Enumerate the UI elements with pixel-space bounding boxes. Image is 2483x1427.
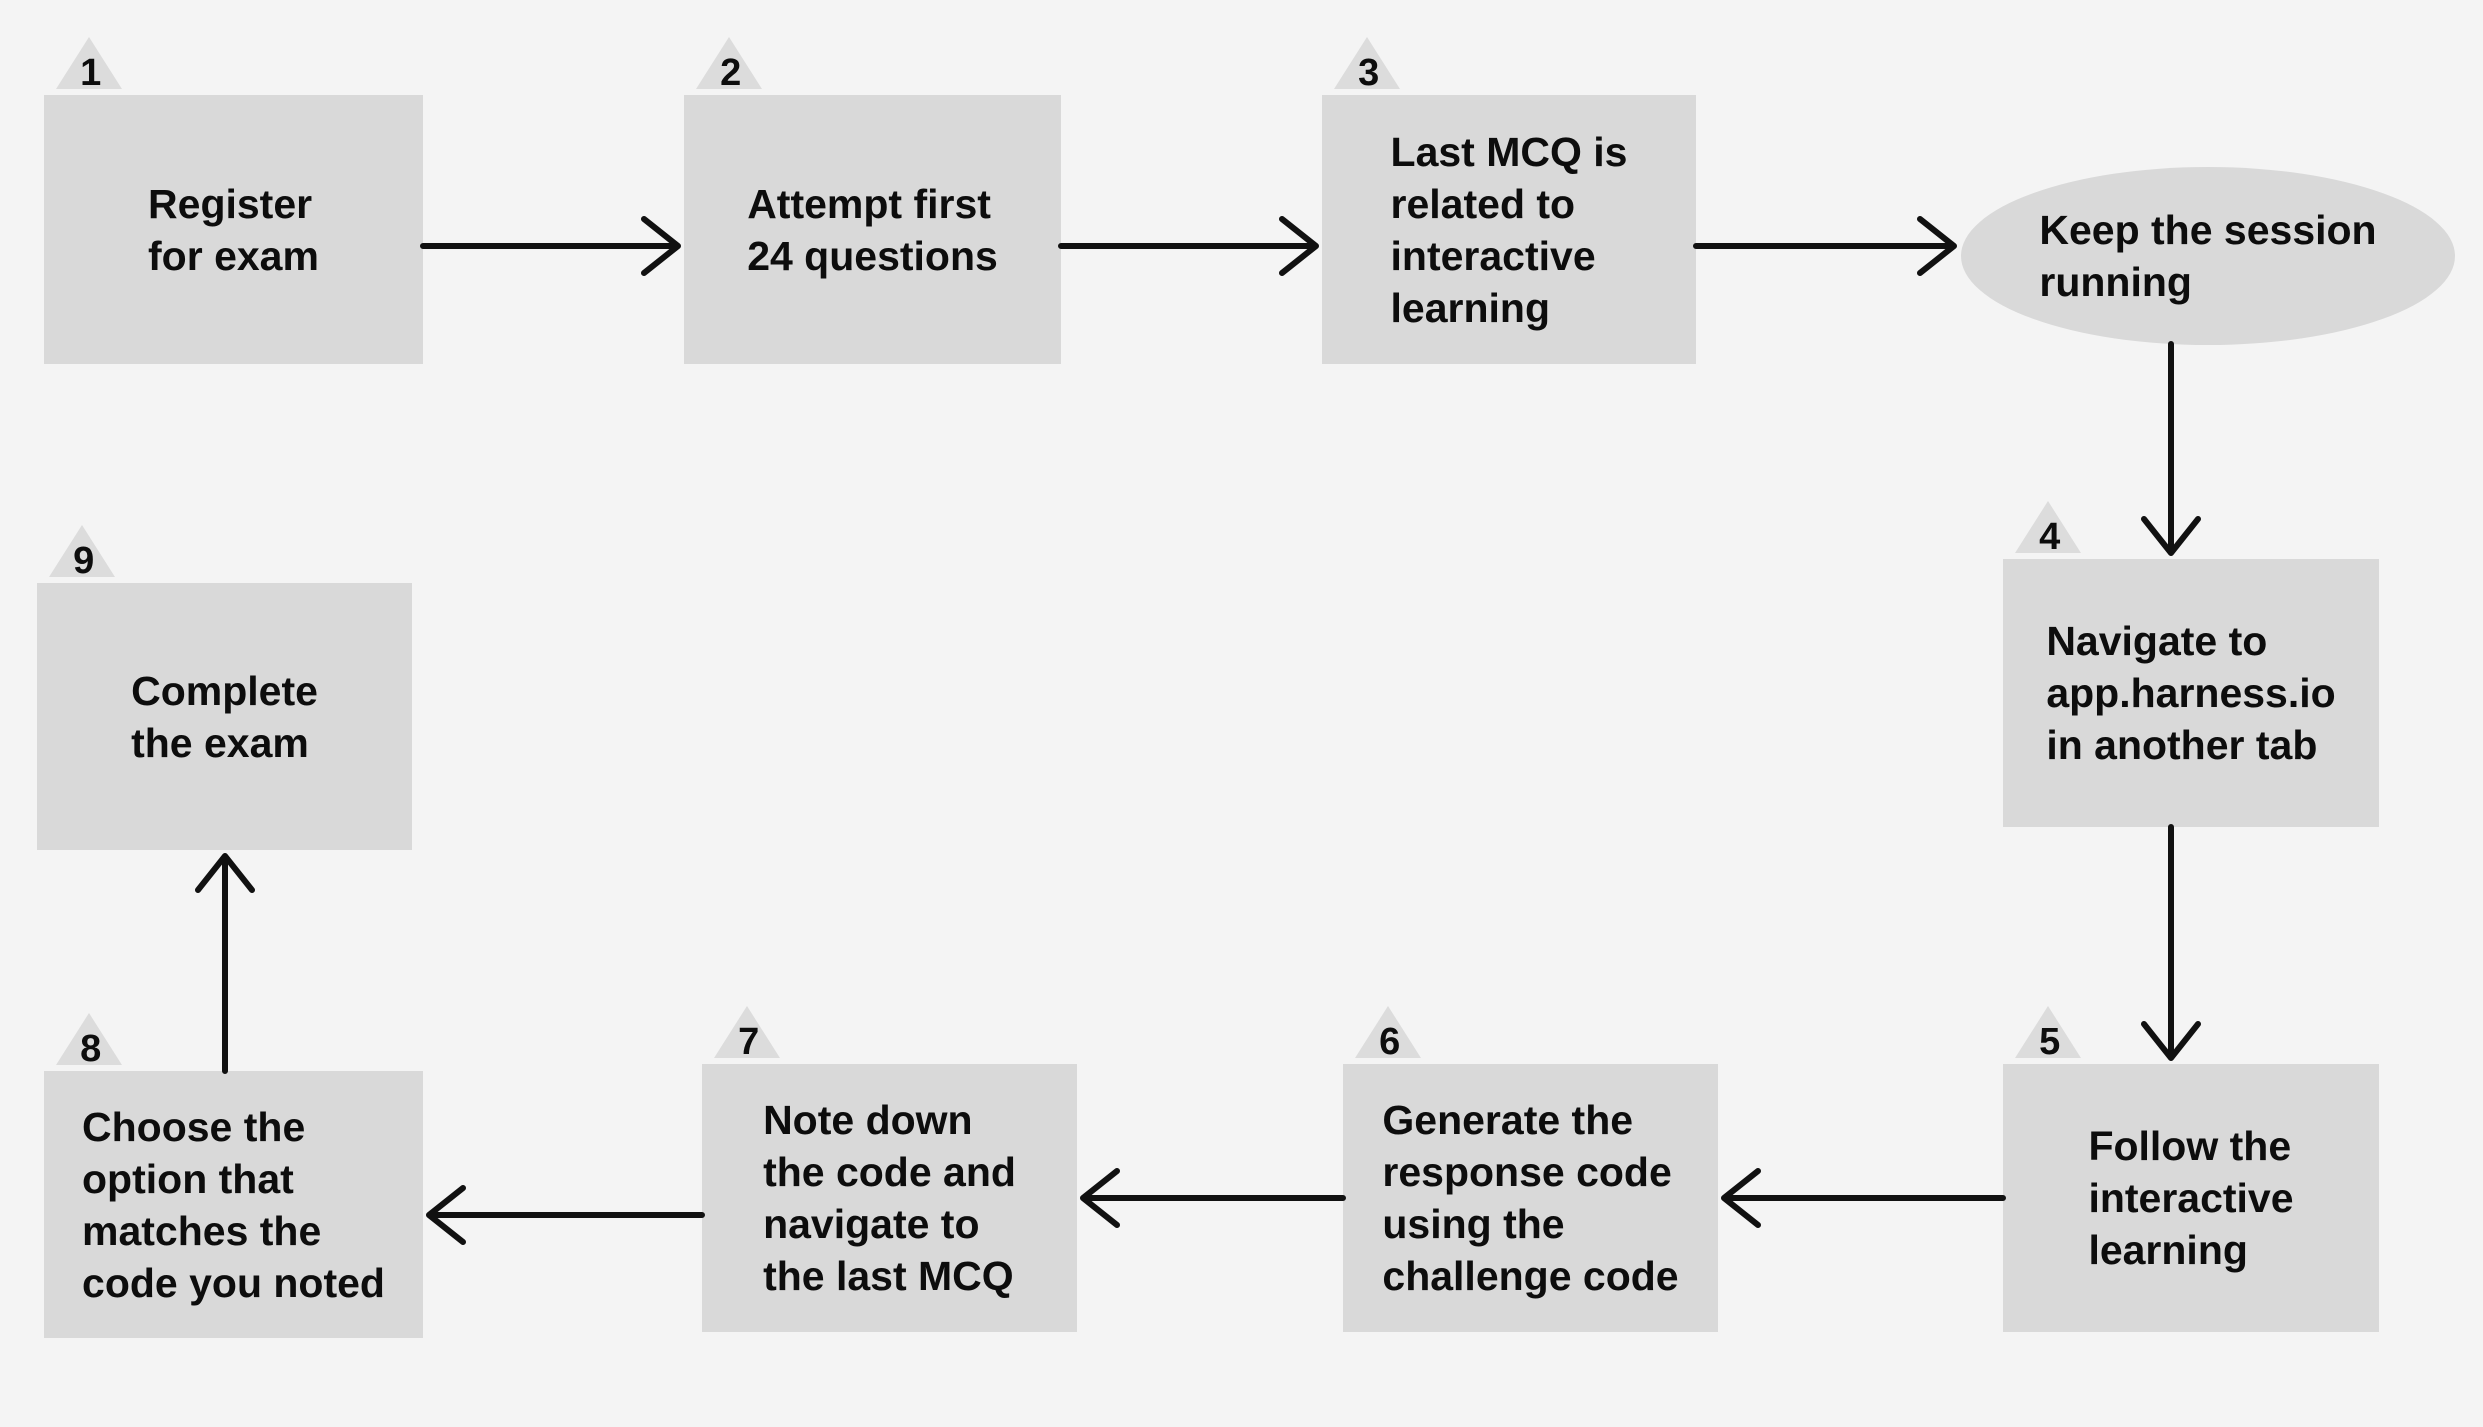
step-8-label: Choose the option that matches the code … [82, 1103, 385, 1306]
step-number: 6 [1379, 1021, 1401, 1063]
step-number: 3 [1358, 52, 1380, 94]
step-number: 9 [73, 540, 95, 582]
arrow-2-to-3 [1058, 216, 1319, 276]
step-2-number-flag: 2 [696, 37, 762, 94]
step-9-number-flag: 9 [49, 525, 115, 582]
step-number: 7 [738, 1021, 760, 1063]
step-7-box: Note down the code and navigate to the l… [702, 1064, 1077, 1332]
step-6-label: Generate the response code using the cha… [1382, 1097, 1679, 1299]
step-number: 2 [720, 52, 742, 94]
step-2-label: Attempt first 24 questions [747, 180, 998, 279]
arrow-4-to-5 [2141, 824, 2201, 1061]
keep-session-label: Keep the session running [2039, 207, 2377, 305]
arrow-5-to-6 [1721, 1168, 2006, 1228]
arrow-8-to-9 [195, 853, 255, 1074]
step-7-number-flag: 7 [714, 1006, 780, 1063]
step-1-number-flag: 1 [56, 37, 122, 94]
step-6-box: Generate the response code using the cha… [1343, 1064, 1718, 1332]
step-9-box: Complete the exam [37, 583, 412, 850]
step-3-number-flag: 3 [1334, 37, 1400, 94]
step-number: 8 [80, 1028, 102, 1070]
step-3-label: Last MCQ is related to interactive learn… [1390, 128, 1628, 331]
step-1-label: Register for exam [148, 180, 319, 279]
arrow-session-to-4 [2141, 341, 2201, 556]
arrow-1-to-2 [420, 216, 681, 276]
step-8-number-flag: 8 [56, 1013, 122, 1070]
step-4-label: Navigate to app.harness.io in another ta… [2046, 618, 2336, 768]
step-8-box: Choose the option that matches the code … [44, 1071, 423, 1338]
step-4-number-flag: 4 [2015, 501, 2081, 558]
step-3-box: Last MCQ is related to interactive learn… [1322, 95, 1696, 364]
step-5-box: Follow the interactive learning [2003, 1064, 2379, 1332]
step-5-label: Follow the interactive learning [2088, 1123, 2294, 1273]
step-number: 5 [2039, 1021, 2061, 1063]
arrow-7-to-8 [426, 1185, 705, 1245]
step-5-number-flag: 5 [2015, 1006, 2081, 1063]
step-6-number-flag: 6 [1355, 1006, 1421, 1063]
step-4-box: Navigate to app.harness.io in another ta… [2003, 559, 2379, 827]
step-9-label: Complete the exam [131, 667, 318, 766]
arrow-3-to-session [1693, 216, 1957, 276]
step-2-box: Attempt first 24 questions [684, 95, 1061, 364]
step-number: 4 [2039, 516, 2061, 558]
keep-session-ellipse: Keep the session running [1961, 167, 2455, 345]
step-1-box: Register for exam [44, 95, 423, 364]
step-7-label: Note down the code and navigate to the l… [763, 1097, 1016, 1299]
arrow-6-to-7 [1080, 1168, 1346, 1228]
step-number: 1 [80, 52, 102, 94]
